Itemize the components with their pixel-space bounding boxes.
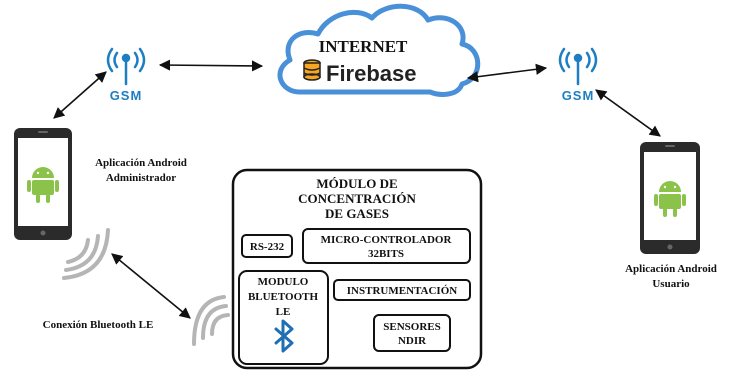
bluetooth-link-label: Conexión Bluetooth LE — [43, 319, 154, 331]
gsm-right-label: GSM — [562, 88, 595, 103]
module-title-1: MÓDULO DE — [316, 176, 397, 191]
bluetooth-module-label-2: BLUETOOTH — [248, 291, 319, 303]
sensors-label-1: SENSORES — [383, 321, 440, 333]
firebase-database-icon — [303, 59, 321, 81]
gsm-right: GSM — [558, 47, 598, 103]
wireless-signal-icon — [192, 295, 230, 346]
cloud-shape — [277, 3, 481, 97]
phone-user — [640, 142, 700, 254]
phone-admin — [14, 128, 72, 240]
phone-user-label-2: Usuario — [652, 278, 690, 290]
cloud-title: INTERNET — [319, 37, 408, 56]
arrow-cloud-gsm-right — [466, 63, 548, 83]
microcontroller-label-2: 32BITS — [368, 248, 404, 260]
gas-module: MÓDULO DE CONCENTRACIÓN DE GASES RS-232 … — [231, 168, 483, 370]
arrow-gsm-left-phone-admin — [53, 71, 107, 119]
sensors-label-2: NDIR — [398, 335, 427, 347]
gsm-left-label: GSM — [110, 88, 143, 103]
antenna-icon — [106, 47, 146, 86]
phone-admin-label-1: Aplicación Android — [95, 157, 187, 169]
android-icon — [27, 167, 59, 203]
rs232-box — [241, 234, 293, 258]
antenna-icon — [558, 47, 598, 86]
connection-arrows — [53, 59, 661, 319]
arrow-gsm-left-cloud — [158, 59, 264, 72]
microcontroller-box — [302, 228, 471, 264]
module-title-3: DE GASES — [325, 206, 389, 221]
gsm-left: GSM — [106, 47, 146, 103]
rs232-label: RS-232 — [250, 241, 285, 253]
arrow-gsm-right-phone-user — [595, 89, 661, 137]
android-icon — [654, 181, 686, 217]
instrumentation-box — [333, 279, 471, 301]
bluetooth-icon — [274, 319, 294, 353]
internet-cloud: INTERNET Firebase — [277, 3, 481, 97]
microcontroller-label-1: MICRO-CONTROLADOR — [321, 234, 453, 246]
arrow-bluetooth-link — [111, 253, 191, 319]
phone-admin-label-2: Administrador — [106, 172, 176, 184]
firebase-label: Firebase — [326, 61, 417, 86]
instrumentation-label: INSTRUMENTACIÓN — [347, 285, 457, 297]
module-title-2: CONCENTRACIÓN — [298, 191, 416, 206]
sensors-box — [373, 314, 451, 352]
bluetooth-module-label-3: LE — [276, 306, 291, 318]
wireless-signal-icon — [62, 228, 110, 280]
bluetooth-module-label-1: MODULO — [258, 276, 309, 288]
phone-user-label-1: Aplicación Android — [625, 263, 717, 275]
bluetooth-module-box — [238, 270, 329, 365]
